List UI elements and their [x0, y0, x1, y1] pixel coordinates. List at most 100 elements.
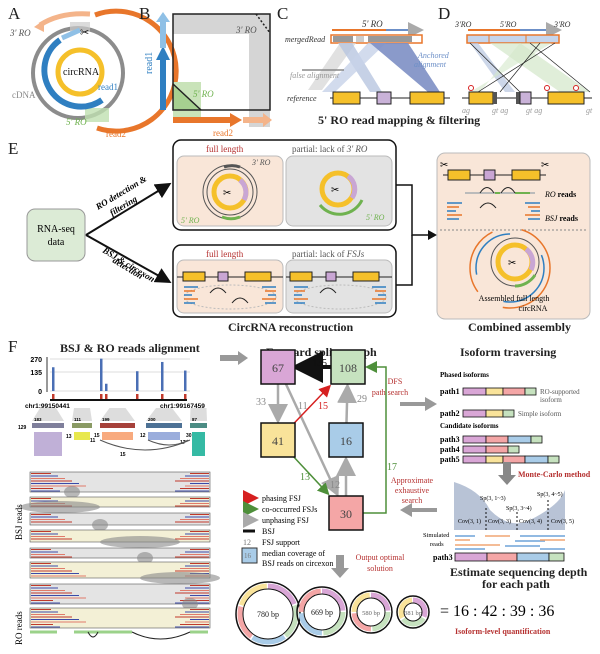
isoform-circle-inner — [356, 597, 386, 627]
path-segment — [547, 455, 560, 464]
isoform-circle-segment — [237, 583, 299, 645]
exon-length-label: 183 — [34, 417, 42, 422]
junction-marker — [105, 394, 108, 401]
junction-arc — [99, 439, 191, 451]
panel-d: D 3'RO 5'RO 3'RO ag gt ag gt ag gt — [438, 4, 593, 115]
five-ro-label-partial: 5' RO — [366, 213, 385, 222]
merged-read-label: mergedRead — [285, 35, 326, 44]
legend-sample: 12 — [243, 538, 251, 547]
path-segment — [502, 409, 515, 418]
reference-exon — [519, 91, 532, 105]
path3-label: path3 — [433, 553, 453, 562]
isoform-circle-inner — [303, 593, 341, 631]
read-track — [29, 512, 211, 526]
three-ro-label: 3' RO — [9, 28, 31, 38]
legend-label: unphasing FSJ — [262, 516, 309, 525]
false-alignment-band — [308, 43, 356, 90]
coord-right: chr1:99167459 — [160, 403, 205, 410]
exon-coverage — [34, 432, 62, 456]
merged-read-segment — [333, 36, 353, 42]
edge-label: 17 — [387, 462, 397, 473]
five-ro-label: 5'RO — [500, 20, 517, 29]
scissors-icon: ✂ — [80, 27, 89, 39]
read1-dashed-arrow-icon — [156, 12, 170, 22]
dfs-arrow-icon — [400, 397, 437, 411]
path3-segment — [548, 552, 565, 562]
isoform-circle-segment — [237, 583, 299, 645]
read1-arrow-icon — [156, 46, 170, 60]
scissors-icon: ✂ — [223, 188, 231, 199]
junction-marker — [136, 394, 139, 401]
junction-count: 15 — [120, 452, 126, 458]
partial-fsj-prefix: partial: lack of — [292, 249, 347, 259]
path-segment — [502, 455, 526, 464]
five-ro-segment — [514, 274, 537, 288]
junction-arch — [20, 501, 100, 513]
read-region — [293, 284, 387, 310]
coverage-bar — [52, 367, 55, 391]
edge-label: 13 — [300, 472, 310, 483]
path-segment — [462, 455, 487, 464]
junction-arc — [147, 439, 189, 446]
isoform-circle-segment — [237, 583, 299, 645]
three-ro-shade — [70, 22, 90, 32]
graph-edge — [284, 383, 340, 497]
three-ro-right-label: 3'RO — [553, 20, 571, 29]
graph-node-label: 16 — [340, 434, 352, 448]
ro-detection-arrow — [85, 182, 172, 236]
ratio-text: = 16 : 42 : 39 : 36 — [440, 603, 554, 620]
edge-label: 12 — [330, 480, 340, 491]
exon-bar — [190, 423, 207, 428]
sp-label: Sp(3, 1~3) — [480, 495, 506, 502]
alignment-band — [322, 43, 386, 92]
partial-fsj-em: FSJs — [346, 249, 365, 259]
junction-arch — [137, 552, 153, 564]
three-ro-band-h — [173, 14, 270, 34]
junction-marker — [161, 394, 164, 401]
splice-mark — [573, 85, 579, 91]
read1-arc — [41, 37, 104, 110]
coverage-profile — [454, 482, 565, 530]
coverage-bar — [161, 361, 164, 391]
y-tick: 0 — [38, 389, 42, 396]
dfs-label: DFS — [388, 377, 403, 386]
blue-read-arc — [475, 233, 545, 303]
read1-bar — [160, 58, 166, 110]
zoom-wedge — [146, 408, 182, 421]
alignment-line — [469, 42, 521, 93]
graph-edge — [337, 383, 358, 424]
path-segment — [462, 387, 487, 396]
panel-f-label: F — [8, 337, 17, 356]
path-note: Simple isoform — [518, 410, 562, 418]
edge-label: 15 — [318, 401, 328, 412]
connector — [396, 184, 430, 236]
output-label-2: solution — [367, 564, 393, 573]
bsj-read-stacks — [183, 284, 387, 310]
bsj-reads-axis-label: BSJ reads — [14, 504, 24, 540]
junction-marker — [184, 394, 187, 401]
intron-flank — [516, 92, 520, 104]
estimate-label-2: for each path — [482, 577, 550, 591]
junction-count: 11 — [90, 438, 96, 444]
legend-label: FSJ support — [262, 538, 301, 547]
splice-mark — [468, 85, 474, 91]
junction-arc — [319, 287, 337, 294]
simulated-label: Simulated — [423, 532, 450, 539]
cov-label: Cov(3, 5) — [551, 518, 574, 525]
cov-label: Cov(3, 3) — [488, 518, 511, 525]
circrna-purple-segment — [346, 173, 358, 200]
path3-segment — [516, 552, 550, 562]
reference-exon — [376, 91, 392, 105]
read-tracks — [20, 471, 220, 640]
full-length-label-2: full length — [206, 249, 244, 259]
circrna-label: circRNA — [63, 67, 100, 78]
scissors-icon: ✂ — [440, 160, 448, 171]
path3-bar — [454, 552, 565, 562]
rna-seq-label: RNA-seq — [37, 224, 75, 235]
graph-node — [260, 422, 296, 458]
monte-carlo-arrow-icon — [498, 462, 516, 485]
